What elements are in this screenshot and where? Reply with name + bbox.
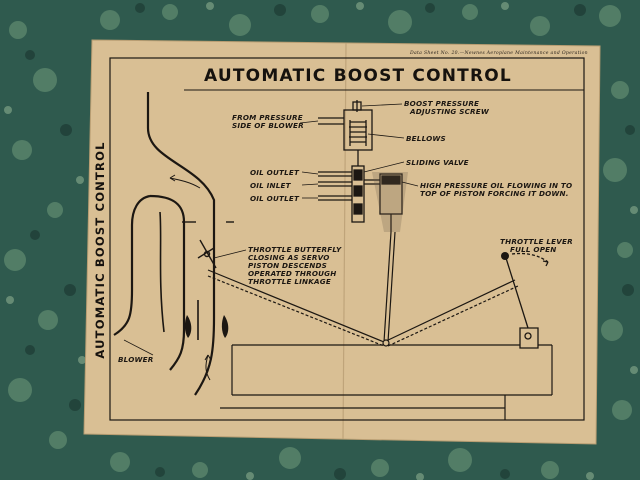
side-title: AUTOMATIC BOOST CONTROL	[93, 141, 107, 358]
label-top-of-piston: TOP OF PISTON FORCING IT DOWN.	[420, 189, 569, 198]
diagram-frame	[109, 57, 585, 421]
flow-arrows	[169, 174, 212, 381]
shaded-oil-region	[372, 172, 408, 232]
boost-control-unit	[318, 100, 403, 232]
blower-wedge-left	[184, 315, 192, 338]
label-blower: BLOWER	[118, 355, 153, 364]
label-piston-descends: PISTON DESCENDS	[248, 261, 327, 270]
label-throttle-lever: THROTTLE LEVER	[500, 237, 573, 246]
blower-vanes	[159, 211, 199, 340]
label-throttle-butterfly: THROTTLE BUTTERFLY	[248, 245, 342, 254]
label-oil-outlet-top: OIL OUTLET	[250, 168, 300, 177]
label-boost-pressure: BOOST PRESSURE	[404, 99, 479, 108]
label-side-of-blower: SIDE OF BLOWER	[232, 121, 304, 130]
leader-lines	[123, 103, 419, 356]
label-throttle-linkage: THROTTLE LINKAGE	[248, 277, 331, 286]
header-note: Data Sheet No. 20.—Newnes Aeroplane Main…	[409, 50, 588, 56]
throttle-butterfly	[197, 239, 217, 269]
throttle-lever-knob	[501, 252, 509, 260]
throttle-lever	[505, 252, 549, 349]
label-bellows: BELLOWS	[406, 134, 446, 143]
label-operated-through: OPERATED THROUGH	[248, 269, 337, 278]
page-title: AUTOMATIC BOOST CONTROL	[204, 66, 512, 86]
blower-wedge-right	[221, 315, 229, 338]
label-high-pressure-oil: HIGH PRESSURE OIL FLOWING IN TO	[420, 181, 572, 190]
blower-duct	[113, 92, 216, 396]
throttle-linkage	[207, 231, 519, 347]
base-block	[220, 344, 553, 420]
label-oil-outlet-bottom: OIL OUTLET	[250, 194, 300, 203]
label-full-open: FULL OPEN	[510, 245, 557, 254]
label-from-pressure: FROM PRESSURE	[232, 113, 303, 122]
label-oil-inlet: OIL INLET	[250, 181, 292, 190]
label-sliding-valve: SLIDING VALVE	[406, 158, 469, 167]
center-fold	[342, 42, 347, 440]
label-closing-as-servo: CLOSING AS SERVO	[248, 253, 330, 262]
label-adjusting-screw: ADJUSTING SCREW	[409, 107, 490, 116]
